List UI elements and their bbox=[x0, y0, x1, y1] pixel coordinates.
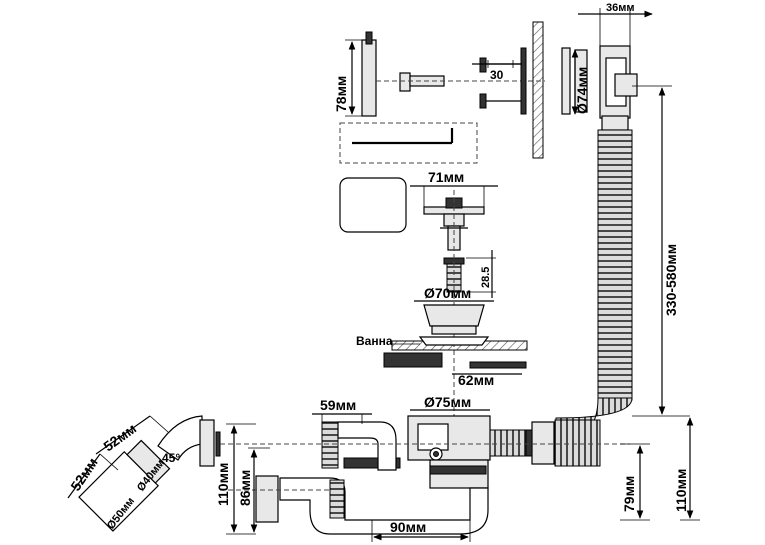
trap-body bbox=[407, 415, 491, 461]
union-nut-left bbox=[255, 475, 279, 523]
dim-70: Ø70мм bbox=[424, 285, 471, 301]
siphon-assembly bbox=[78, 129, 633, 535]
dim-45-deg: 45° bbox=[162, 451, 180, 465]
dim-74: Ø74мм bbox=[574, 67, 590, 114]
dim-330-580: 330-580мм bbox=[663, 244, 679, 316]
dim-86: 86мм bbox=[237, 470, 253, 506]
key-box bbox=[339, 122, 478, 164]
tub-wall bbox=[532, 21, 544, 159]
dim-62: 62мм bbox=[458, 372, 494, 388]
dim-71: 71мм bbox=[428, 169, 464, 185]
label-vanna: Ванна bbox=[356, 334, 393, 348]
overflow-plate-knob bbox=[365, 31, 373, 45]
dim-110-right: 110мм bbox=[673, 469, 689, 512]
dim-79: 79мм bbox=[621, 476, 637, 512]
drain-strainer bbox=[423, 304, 485, 327]
overflow-bolt-head bbox=[399, 72, 411, 92]
drain-washer bbox=[469, 361, 527, 369]
dim-75: Ø75мм bbox=[424, 394, 471, 410]
dim-28-5: 28.5 bbox=[480, 267, 492, 288]
overflow-parts bbox=[339, 21, 638, 164]
union-nut-right bbox=[531, 421, 555, 465]
plug-parts bbox=[339, 177, 528, 420]
plug-cover bbox=[339, 177, 407, 233]
dim-30: 30 bbox=[490, 68, 504, 82]
dim-59: 59мм bbox=[320, 397, 356, 413]
dim-78: 78мм bbox=[333, 76, 349, 112]
drain-gasket bbox=[383, 352, 443, 368]
overflow-gasket bbox=[520, 47, 527, 115]
flex-hose bbox=[597, 129, 633, 401]
standpipe bbox=[321, 421, 339, 469]
overflow-plate bbox=[361, 39, 377, 117]
dim-36: 36мм bbox=[606, 2, 635, 14]
dim-110-left: 110мм bbox=[215, 463, 231, 506]
dim-90: 90мм bbox=[390, 519, 426, 535]
